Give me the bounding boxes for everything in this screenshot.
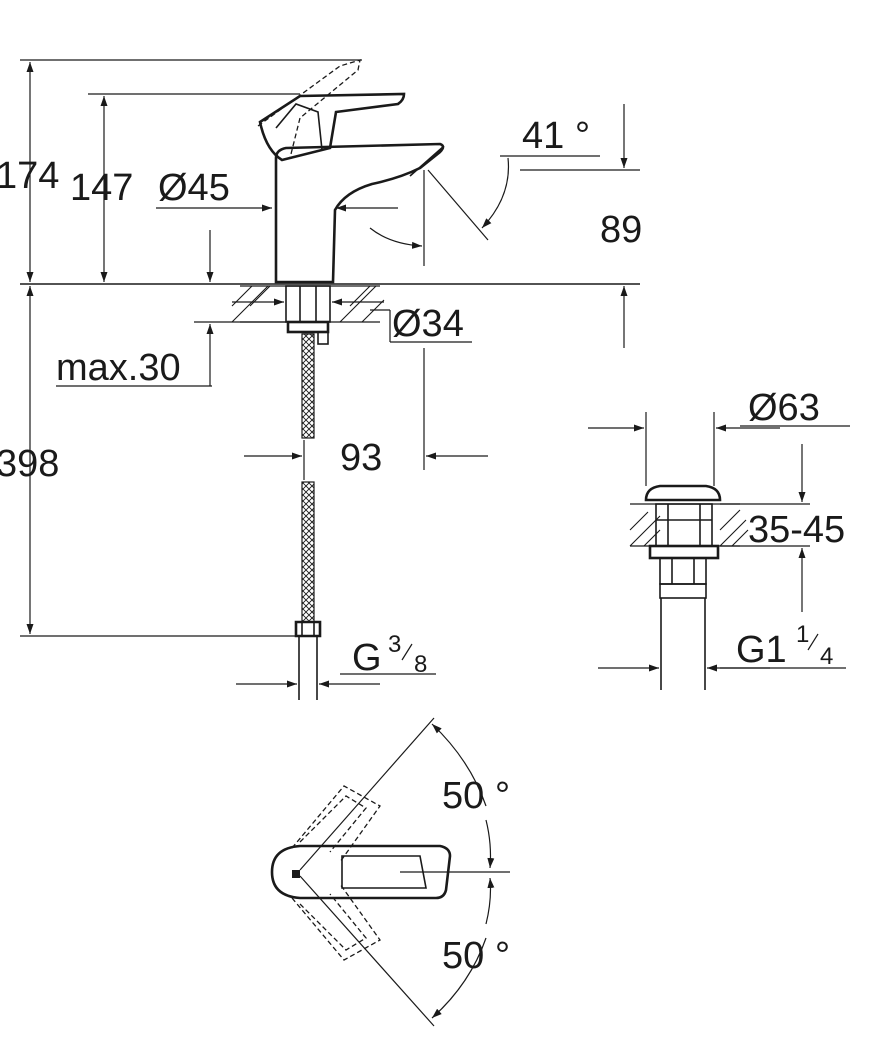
waste-body xyxy=(655,503,713,547)
dim-lever-angle: 41 ° xyxy=(522,115,590,157)
faucet-side-view xyxy=(20,59,640,700)
dim-total-height: 174 xyxy=(0,155,59,197)
lever-inner xyxy=(275,103,323,151)
dim-spout-clearance: 89 xyxy=(600,209,642,251)
counter-hatching xyxy=(231,285,385,323)
waste-cap xyxy=(644,484,722,502)
dim-connection-main: G xyxy=(352,637,382,679)
dimension-lines xyxy=(20,59,640,688)
dim-projection: 93 xyxy=(340,437,382,479)
dim-waste-diameter: Ø63 xyxy=(748,387,820,429)
waste-valve xyxy=(629,484,749,690)
dim-mount-diameter: Ø34 xyxy=(392,303,464,345)
dim-waste-thread-num: 1 xyxy=(796,621,809,648)
dim-counter-thickness: max.30 xyxy=(56,347,181,389)
dim-hose-length: 398 xyxy=(0,443,59,485)
dim-connection-num: 3 xyxy=(388,631,401,658)
dim-waste-range: 35-45 xyxy=(748,509,845,551)
top-view xyxy=(270,717,510,1027)
dim-connection-den: 8 xyxy=(414,651,427,678)
mounting-shank xyxy=(285,285,331,323)
aerator-line xyxy=(409,145,445,177)
dim-waste-thread-main: G1 xyxy=(736,629,787,671)
flexible-hose-lower xyxy=(301,481,315,623)
dim-body-diameter: Ø45 xyxy=(158,167,230,209)
dim-waste-thread-den: 4 xyxy=(820,643,833,670)
lever-top-view xyxy=(270,844,452,900)
lever-raised-outline xyxy=(257,59,361,159)
indicator-mark xyxy=(292,870,300,878)
hose-fitting xyxy=(294,620,322,638)
lever-left-position xyxy=(291,785,381,863)
lever-right-position xyxy=(291,883,381,961)
waste-dimension-lines xyxy=(588,412,850,672)
lever-window xyxy=(341,855,427,889)
flexible-hose-upper xyxy=(301,333,315,439)
faucet-body xyxy=(274,142,445,284)
waste-nut xyxy=(648,544,720,560)
mounting-nut xyxy=(286,320,330,334)
dim-spout-height: 147 xyxy=(70,167,133,209)
lever-handle xyxy=(258,92,406,162)
dim-rotation-lower: 50 ° xyxy=(442,935,510,977)
dim-rotation-upper: 50 ° xyxy=(442,775,510,817)
dimension-labels: 174 147 Ø45 41 ° 89 Ø34 max.30 398 93 G … xyxy=(0,115,845,977)
